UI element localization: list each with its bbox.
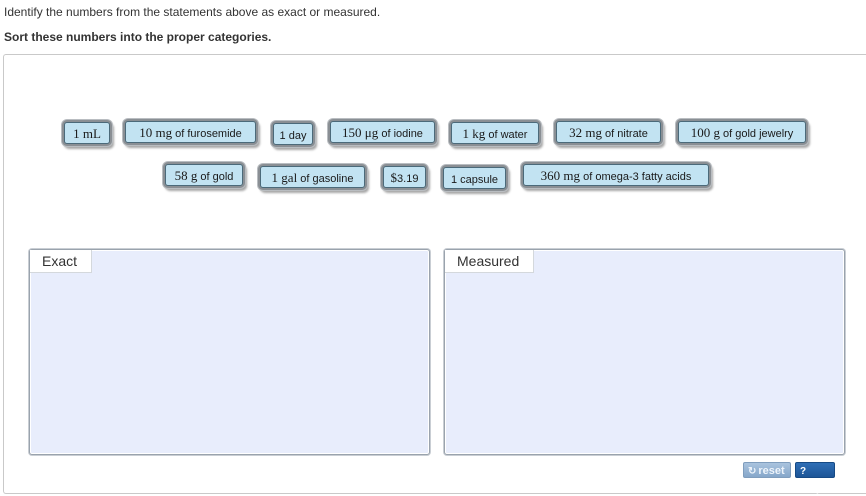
- tile-quantity: 10 mg: [139, 125, 173, 140]
- tile-100g-gold-jewelry[interactable]: 100 g of gold jewelry: [678, 121, 806, 143]
- tile-text: of furosemide: [172, 128, 242, 140]
- reset-button[interactable]: ↻reset: [743, 462, 791, 478]
- tile-quantity: 1 mL: [73, 126, 101, 141]
- help-label: help: [800, 482, 823, 494]
- tile-quantity: 360 mg: [540, 168, 581, 183]
- tile-1kg-water[interactable]: 1 kg of water: [451, 122, 539, 144]
- tile-quantity: 58 g: [174, 168, 198, 183]
- tile-360mg-omega3[interactable]: 360 mg of omega-3 fatty acids: [523, 164, 709, 186]
- measured-zone-label: Measured: [445, 250, 535, 273]
- measured-drop-zone[interactable]: Measured: [444, 249, 845, 455]
- reset-label: reset: [758, 465, 785, 477]
- tile-quantity: 100 g: [690, 125, 720, 140]
- tile-32mg-nitrate[interactable]: 32 mg of nitrate: [556, 121, 661, 143]
- tile-text: 3.19: [397, 173, 419, 185]
- tile-text: 1 capsule: [450, 174, 499, 186]
- tile-text: of water: [485, 129, 528, 141]
- task-heading: Sort these numbers into the proper categ…: [4, 30, 272, 44]
- tile-3-19-dollars[interactable]: $3.19: [383, 166, 426, 188]
- tile-text: of gold: [197, 171, 234, 183]
- tile-150ug-iodine[interactable]: 150 μg of iodine: [330, 121, 435, 143]
- help-button[interactable]: ? help: [795, 462, 835, 494]
- tile-quantity: $: [390, 170, 398, 185]
- exact-drop-zone[interactable]: Exact: [29, 249, 430, 455]
- tile-58g-gold[interactable]: 58 g of gold: [165, 164, 243, 186]
- tile-quantity: 32 mg: [569, 125, 602, 140]
- tile-1ml[interactable]: 1 mL: [64, 122, 110, 144]
- exact-zone-label: Exact: [30, 250, 93, 273]
- tile-quantity: 1 kg: [462, 126, 486, 141]
- question-icon: ?: [800, 466, 807, 477]
- reset-icon: ↻: [748, 466, 757, 477]
- tile-text: of nitrate: [602, 128, 648, 140]
- tile-quantity: 1 gal: [271, 170, 298, 185]
- tile-10mg-furosemide[interactable]: 10 mg of furosemide: [125, 121, 256, 143]
- tile-text: 1 day: [279, 130, 307, 142]
- tile-text: of gasoline: [297, 173, 354, 185]
- tile-text: of gold jewelry: [719, 128, 794, 140]
- tile-text: of iodine: [378, 128, 423, 140]
- tile-1-day[interactable]: 1 day: [273, 123, 313, 145]
- tile-quantity: 150 μg: [342, 125, 379, 140]
- tile-text: of omega-3 fatty acids: [580, 171, 692, 183]
- instructions-text: Identify the numbers from the statements…: [4, 5, 381, 19]
- tile-1gal-gasoline[interactable]: 1 gal of gasoline: [260, 166, 365, 188]
- tile-1-capsule[interactable]: 1 capsule: [443, 167, 506, 189]
